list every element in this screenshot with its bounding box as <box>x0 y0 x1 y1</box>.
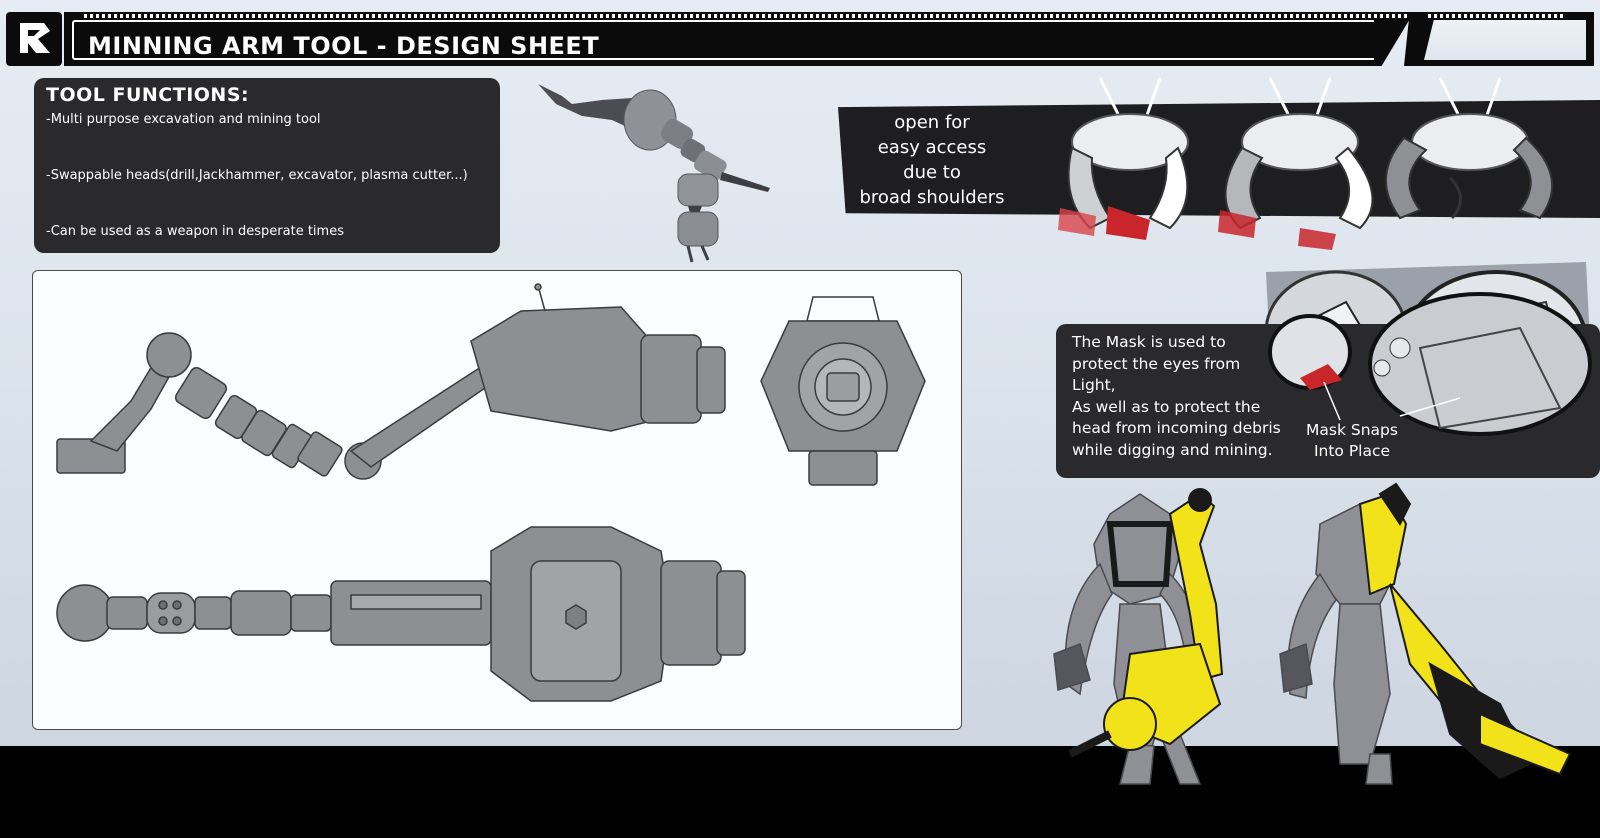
orthographic-views-panel <box>32 270 962 730</box>
mask-note-line-3: Light, <box>1072 376 1116 394</box>
title-dash-decoration <box>84 14 1410 18</box>
shoulders-note-line-4: broad shoulders <box>859 187 1005 208</box>
mask-snaps-callout: Mask Snaps Into Place <box>1300 420 1404 462</box>
character-render-front <box>1053 488 1224 785</box>
shoulder-sketch-2 <box>1218 77 1374 250</box>
logo-mark-icon <box>20 23 50 53</box>
arm-front-view <box>760 296 926 486</box>
tool-functions-box: TOOL FUNCTIONS: -Multi purpose excavatio… <box>34 78 500 253</box>
bottom-band <box>0 746 1600 838</box>
title-bar-end <box>1404 12 1594 66</box>
mask-overlay-render <box>1268 292 1592 436</box>
mask-snaps-line-1: Mask Snaps <box>1306 421 1398 439</box>
shoulders-note-line-2: easy access <box>877 137 987 158</box>
shoulders-note-line-1: open for <box>894 112 970 133</box>
title-end-panel <box>1424 20 1586 60</box>
character-render-side <box>1279 482 1572 785</box>
shoulders-note-line-3: due to <box>903 162 961 183</box>
arm-heads-sketch <box>538 84 770 263</box>
tool-function-line-2: -Swappable heads(drill,Jackhammer, excav… <box>46 168 468 183</box>
arm-side-view <box>56 283 726 480</box>
arm-top-view <box>56 526 746 702</box>
shoulder-sketches <box>1058 77 1554 250</box>
mask-note-line-2: protect the eyes from <box>1072 354 1241 373</box>
studio-logo-icon <box>6 12 62 66</box>
mask-note-line-6: while digging and mining. <box>1072 440 1273 459</box>
tool-function-line-1: -Multi purpose excavation and mining too… <box>46 112 321 127</box>
shoulder-sketch-1 <box>1058 77 1189 240</box>
title-frame: MINNING ARM TOOL - DESIGN SHEET <box>72 20 1374 60</box>
title-end-dash-decoration <box>1428 14 1564 18</box>
shoulder-sketch-3 <box>1385 77 1554 220</box>
mask-note-line-4: As well as to protect the <box>1072 397 1261 416</box>
mask-callout-arrows <box>1323 381 1461 421</box>
tool-functions-heading: TOOL FUNCTIONS: <box>46 84 250 106</box>
page-title: MINNING ARM TOOL - DESIGN SHEET <box>88 32 600 60</box>
shoulders-note: open for easy access due to broad should… <box>848 110 1016 210</box>
mask-snaps-line-2: Into Place <box>1313 442 1391 460</box>
mask-note-line-5: head from incoming debris <box>1072 419 1281 437</box>
mask-note-line-1: The Mask is used to <box>1072 333 1226 351</box>
mask-note: The Mask is used to protect the eyes fro… <box>1072 332 1298 461</box>
title-bar: MINNING ARM TOOL - DESIGN SHEET <box>64 12 1414 66</box>
tool-function-line-3: -Can be used as a weapon in desperate ti… <box>46 224 344 239</box>
